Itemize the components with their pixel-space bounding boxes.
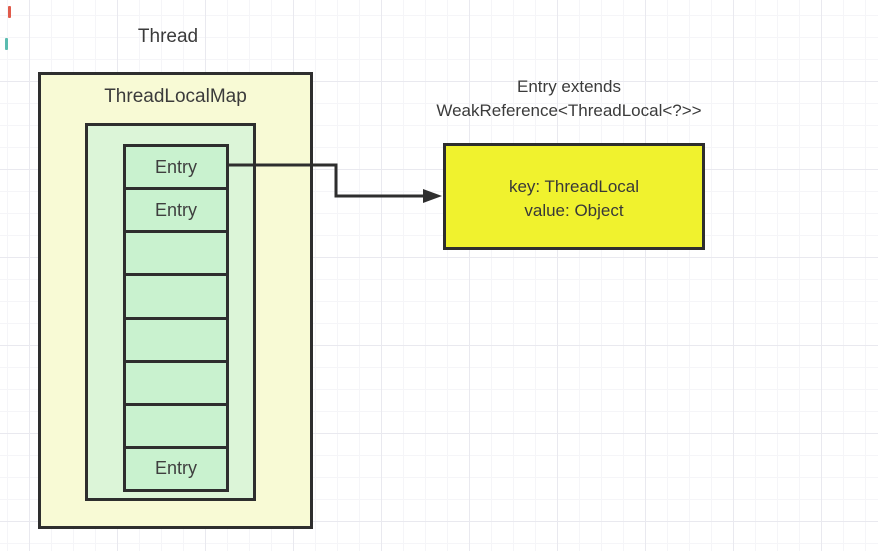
entry-cell xyxy=(126,316,226,360)
entry-cell xyxy=(126,359,226,403)
threadlocalmap-title: ThreadLocalMap xyxy=(104,86,247,107)
entry-cell: Entry xyxy=(126,147,226,188)
entry-cell: Entry xyxy=(126,187,226,231)
entry-cell: Entry xyxy=(126,445,226,489)
entry-value-line: value: Object xyxy=(524,200,624,220)
entry-extends-note: Entry extends WeakReference<ThreadLocal<… xyxy=(408,75,730,123)
arrow-head xyxy=(423,189,442,203)
entry-extends-note-line2: WeakReference<ThreadLocal<?>> xyxy=(436,101,702,120)
entry-cell xyxy=(126,273,226,317)
entry-extends-note-line1: Entry extends xyxy=(517,77,621,96)
entry-cell xyxy=(126,402,226,446)
entry-detail-box: key: ThreadLocal value: Object xyxy=(443,143,705,250)
thread-label: Thread xyxy=(137,26,199,47)
entry-key-line: key: ThreadLocal xyxy=(508,176,640,196)
entry-table: Entry Entry Entry xyxy=(123,144,229,492)
canvas-edge-mark-teal xyxy=(5,38,8,50)
canvas-edge-mark-red xyxy=(8,6,11,18)
entry-cell xyxy=(126,230,226,274)
